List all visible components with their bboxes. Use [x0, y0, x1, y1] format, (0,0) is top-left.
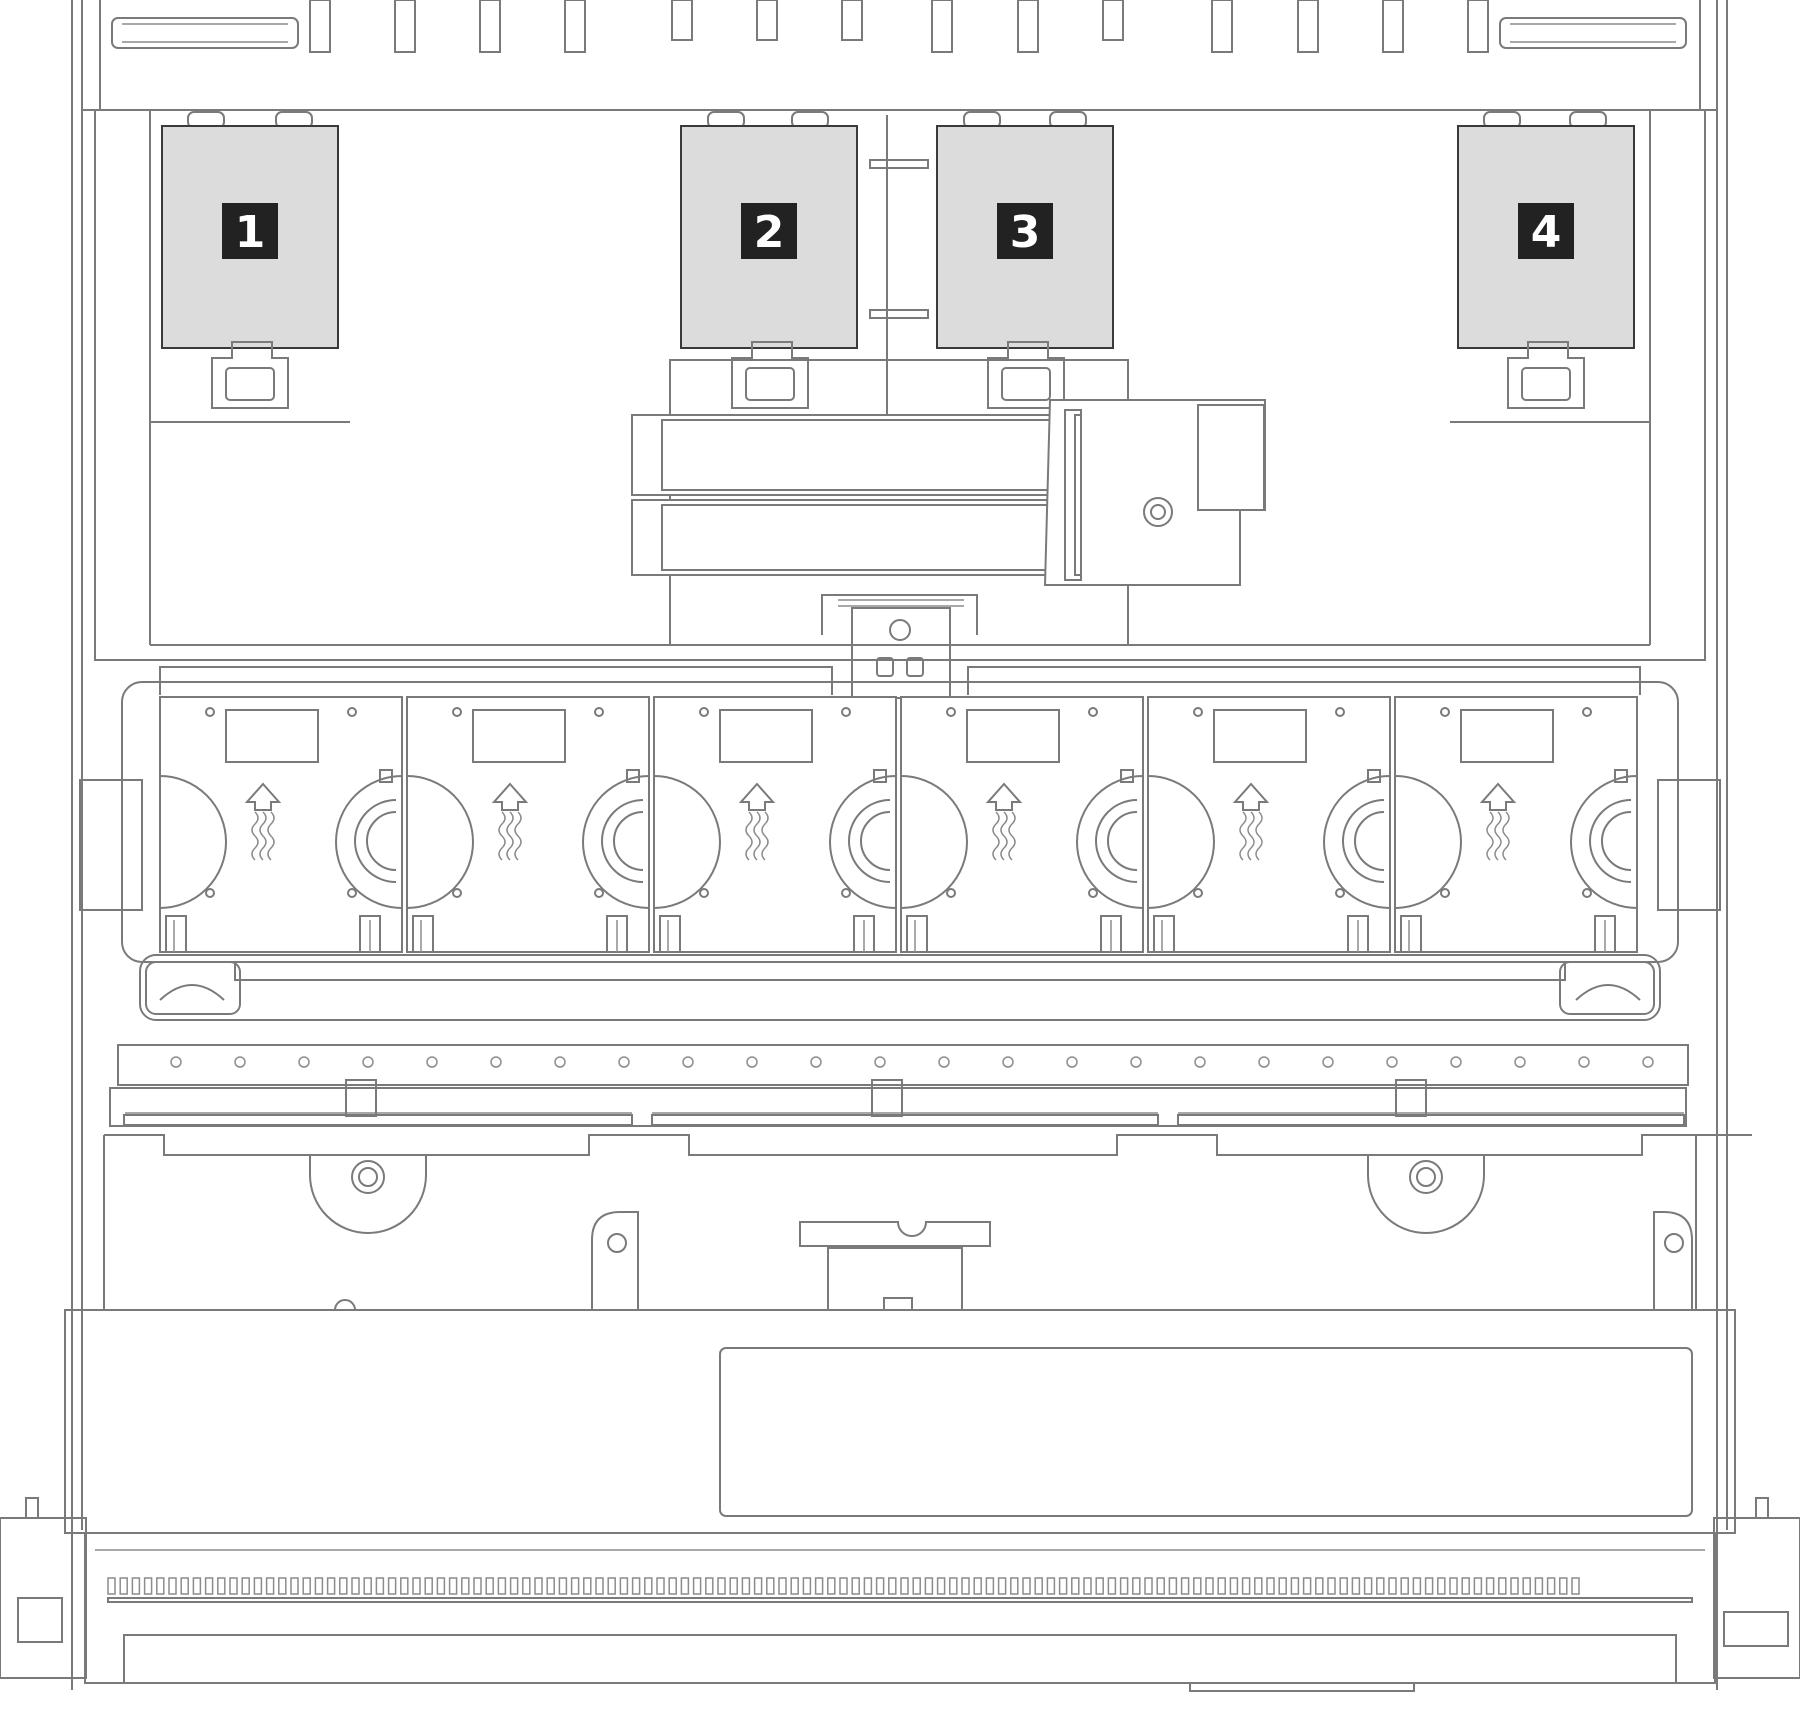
callout-4: 4	[1518, 203, 1574, 259]
fan-cage-frame	[79, 666, 1721, 1021]
rear-connector-row	[111, 0, 1687, 53]
module-1	[161, 111, 339, 409]
callout-3-label: 3	[1010, 207, 1041, 258]
airflow-arrow-icon	[244, 782, 282, 811]
fan-module	[159, 696, 403, 953]
fan-module	[1394, 696, 1638, 953]
center-drive-cage	[631, 359, 1266, 646]
callout-1-label: 1	[235, 207, 266, 258]
fan-row	[159, 696, 1638, 953]
callout-4-label: 4	[1531, 207, 1562, 258]
airflow-arrow-icon	[1232, 782, 1270, 811]
airflow-arrow-icon	[1479, 782, 1517, 811]
fan-module	[653, 696, 897, 953]
module-2	[680, 111, 858, 409]
fan-cage-handle	[821, 594, 978, 699]
front-panel	[0, 1309, 1800, 1692]
center-divider	[150, 115, 1650, 423]
airflow-arrow-icon	[738, 782, 776, 811]
callout-3: 3	[997, 203, 1053, 259]
module-4	[1457, 111, 1635, 409]
backplane-rail	[109, 1044, 1689, 1127]
fan-module	[900, 696, 1144, 953]
module-3	[936, 111, 1114, 409]
lower-bay-area	[103, 1134, 1752, 1311]
callout-2: 2	[741, 203, 797, 259]
callout-2-label: 2	[754, 207, 785, 258]
fan-module	[1147, 696, 1391, 953]
airflow-arrow-icon	[985, 782, 1023, 811]
airflow-arrow-icon	[491, 782, 529, 811]
callout-1: 1	[222, 203, 278, 259]
fan-module	[406, 696, 650, 953]
